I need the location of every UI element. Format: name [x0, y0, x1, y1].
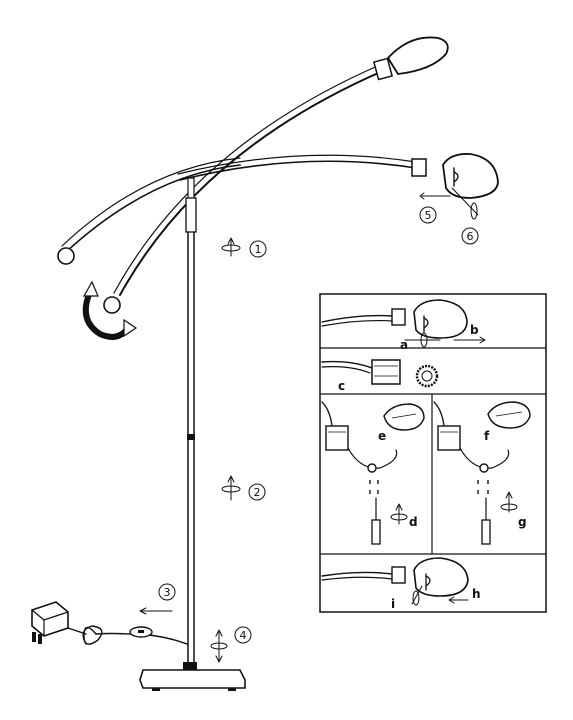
lamp-arms: [61, 63, 417, 296]
twist-arrow-icon: [221, 475, 241, 501]
lower-ball-cap: [103, 296, 121, 314]
step-3-marker: 3: [158, 583, 176, 601]
left-ball-cap: [57, 247, 75, 265]
power-adapter: [31, 601, 69, 644]
step-5-marker: 5: [419, 206, 437, 224]
detail-cell-wiring-right: [433, 401, 531, 545]
detail-row-connector: [321, 359, 439, 388]
lamp-base: [139, 662, 246, 691]
rotation-arrow-icon: [82, 280, 138, 340]
twist-arrow-icon: [210, 629, 228, 663]
step-1-label: 1: [255, 243, 262, 256]
detail-row-remove-head: [321, 299, 486, 348]
step-5-label: 5: [425, 209, 432, 222]
step-4-marker: 4: [234, 626, 252, 644]
detail-row-attach-head: [321, 557, 469, 606]
detail-cell-wiring-left: [321, 401, 425, 545]
detail-label-g: g: [518, 515, 527, 529]
step-3-label: 3: [164, 586, 171, 599]
detail-label-a: a: [400, 338, 408, 352]
detail-label-b: b: [470, 323, 479, 337]
step-2-marker: 2: [248, 483, 266, 501]
detail-label-d: d: [409, 515, 418, 529]
step-4-label: 4: [240, 629, 247, 642]
step-6-label: 6: [467, 230, 474, 243]
detail-panel: a b c: [319, 293, 547, 613]
detail-label-i: i: [391, 597, 395, 611]
top-lamp-shade: [372, 36, 449, 81]
detail-label-h: h: [472, 587, 481, 601]
step-2-label: 2: [254, 486, 261, 499]
lamp-pole: [185, 177, 197, 663]
step-6-marker: 6: [461, 227, 479, 245]
detail-label-f: f: [484, 429, 490, 443]
power-cable: [61, 625, 188, 645]
detail-label-e: e: [378, 429, 386, 443]
right-lamp-head: [411, 153, 499, 220]
twist-arrow-icon: [221, 237, 241, 257]
push-arrow-icon: [139, 607, 173, 615]
step-1-marker: 1: [249, 240, 267, 258]
detail-label-c: c: [338, 379, 345, 393]
